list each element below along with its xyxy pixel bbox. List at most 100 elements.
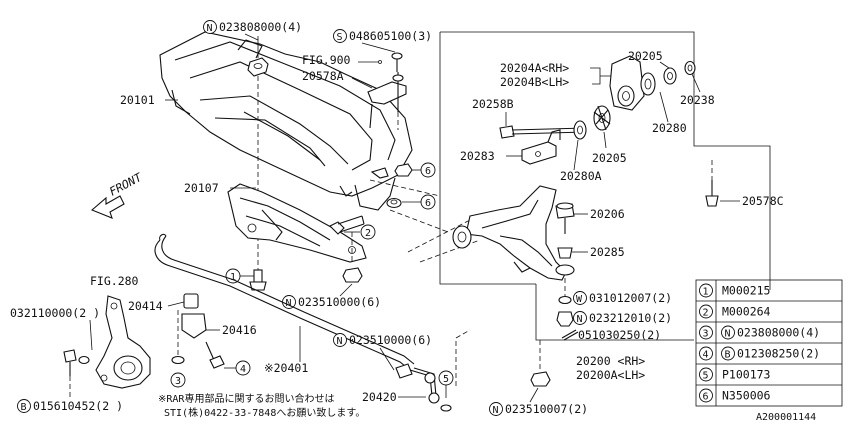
fig900-dot — [378, 60, 382, 64]
legend-prefix-circle — [721, 346, 735, 361]
legend-num-circle — [699, 304, 713, 319]
leader-n3 — [339, 283, 353, 297]
inset-frame-left — [439, 32, 536, 285]
n-prefix-3: N — [286, 298, 292, 309]
inset-frame — [440, 31, 771, 290]
leader-20578A — [351, 77, 373, 89]
leader-20205-bottom — [603, 131, 607, 149]
ball-joint-20206 — [555, 202, 575, 234]
bracket-20107 — [227, 183, 367, 263]
label-w-031012007: 031012007(2) — [589, 291, 672, 305]
nut-top — [247, 57, 269, 77]
bushing-20205-bottom — [593, 105, 611, 131]
legend-code: 023808000(4) — [737, 326, 820, 340]
washer-20238 — [663, 60, 696, 85]
leader-032110000 — [89, 319, 93, 351]
legend-num: 6 — [703, 392, 709, 403]
legend-num: 4 — [703, 350, 709, 361]
callout-3-num: 3 — [175, 376, 181, 387]
label-032110000: 032110000(2 ) — [10, 306, 100, 320]
n-prefix-4: N — [337, 336, 343, 347]
w-circle — [573, 291, 587, 305]
dash-connector-1 — [369, 179, 449, 233]
nut-6b — [386, 197, 402, 209]
legend-prefix-circle — [721, 325, 735, 340]
nut-n5 — [530, 371, 551, 387]
leader-20280A — [573, 139, 579, 171]
n-circle-1 — [203, 20, 217, 34]
legend-num: 5 — [703, 371, 709, 382]
s-prefix-1: S — [337, 32, 343, 43]
callout-1-num: 1 — [230, 272, 236, 283]
callout-6a — [420, 162, 436, 178]
n-circle-5 — [489, 402, 503, 416]
legend-prefix: N — [725, 329, 731, 340]
leader-20204 — [590, 67, 612, 85]
callout-6b-num: 6 — [425, 198, 431, 209]
leader-20280 — [659, 91, 669, 123]
label-20280A: 20280A — [560, 169, 602, 183]
control-arm-20200 — [452, 185, 567, 281]
label-20283: 20283 — [460, 149, 495, 163]
legend-num: 2 — [703, 308, 709, 319]
label-20204B: 20204B<LH> — [500, 75, 569, 89]
label-20420: 20420 — [362, 390, 397, 404]
n-prefix-5: N — [493, 405, 499, 416]
bolt-s — [391, 52, 403, 72]
label-n-023510007: 023510007(2) — [505, 402, 588, 416]
label-n-023212010: 023212010(2) — [589, 311, 672, 325]
label-20205-bottom: 20205 — [592, 151, 627, 165]
n-circle-4 — [333, 333, 347, 347]
washer-3 — [171, 355, 185, 365]
washer-5 — [440, 404, 452, 412]
bracket-20204 — [609, 55, 645, 111]
stabilizer-bar-20401 — [154, 233, 415, 371]
bushing-20414 — [181, 293, 207, 339]
legend-num: 3 — [703, 329, 709, 340]
callout-4-num: 4 — [240, 364, 246, 375]
legend-table — [695, 279, 843, 407]
label-20200A: 20200A<LH> — [576, 368, 645, 382]
label-b-015610452: 015610452(2 ) — [33, 399, 123, 413]
callout-2-num: 2 — [365, 228, 371, 239]
n-circle-2 — [573, 311, 587, 325]
label-n-023510000-a: 023510000(6) — [298, 295, 381, 309]
label-20107: 20107 — [184, 181, 219, 195]
legend-num-circle — [699, 325, 713, 340]
bracket-20578A — [367, 72, 407, 129]
s-circle-1 — [333, 29, 347, 43]
bolt-2 — [329, 215, 365, 235]
legend-code: M000264 — [722, 305, 771, 319]
label-20280: 20280 — [652, 121, 687, 135]
dash-connector-2 — [407, 219, 481, 263]
label-n-023510000-b: 023510000(6) — [349, 333, 432, 347]
callout-6b — [420, 194, 436, 210]
label-s-048605100: 048605100(3) — [349, 29, 432, 43]
label-front: FRONT — [107, 170, 145, 199]
label-20285: 20285 — [590, 245, 625, 259]
inset-frame-bottom — [535, 284, 694, 341]
leader-n1 — [244, 33, 259, 41]
label-20238: 20238 — [680, 93, 715, 107]
leader-n4 — [379, 347, 395, 371]
label-fig900: FIG.900 — [302, 53, 351, 67]
legend-num: 1 — [703, 287, 709, 298]
crossmember-20101 — [159, 31, 413, 211]
n-prefix-2: N — [577, 314, 583, 325]
reference-number: A200001144 — [756, 412, 816, 423]
n-prefix-1: N — [207, 23, 213, 34]
label-20258B: 20258B — [472, 97, 514, 111]
boot-20285 — [555, 247, 575, 276]
legend-num-circle — [699, 283, 713, 298]
plate-20283 — [521, 129, 561, 165]
b-circle-1 — [17, 399, 31, 413]
nut-6a — [394, 163, 413, 177]
dash-link-arm — [455, 329, 471, 386]
legend-num-circle — [699, 346, 713, 361]
leader-20238 — [691, 73, 701, 93]
leader-s1 — [361, 42, 396, 53]
label-fig280: FIG.280 — [90, 274, 139, 288]
label-n-023808000: 023808000(4) — [219, 20, 302, 34]
washer-20280A — [573, 120, 587, 140]
